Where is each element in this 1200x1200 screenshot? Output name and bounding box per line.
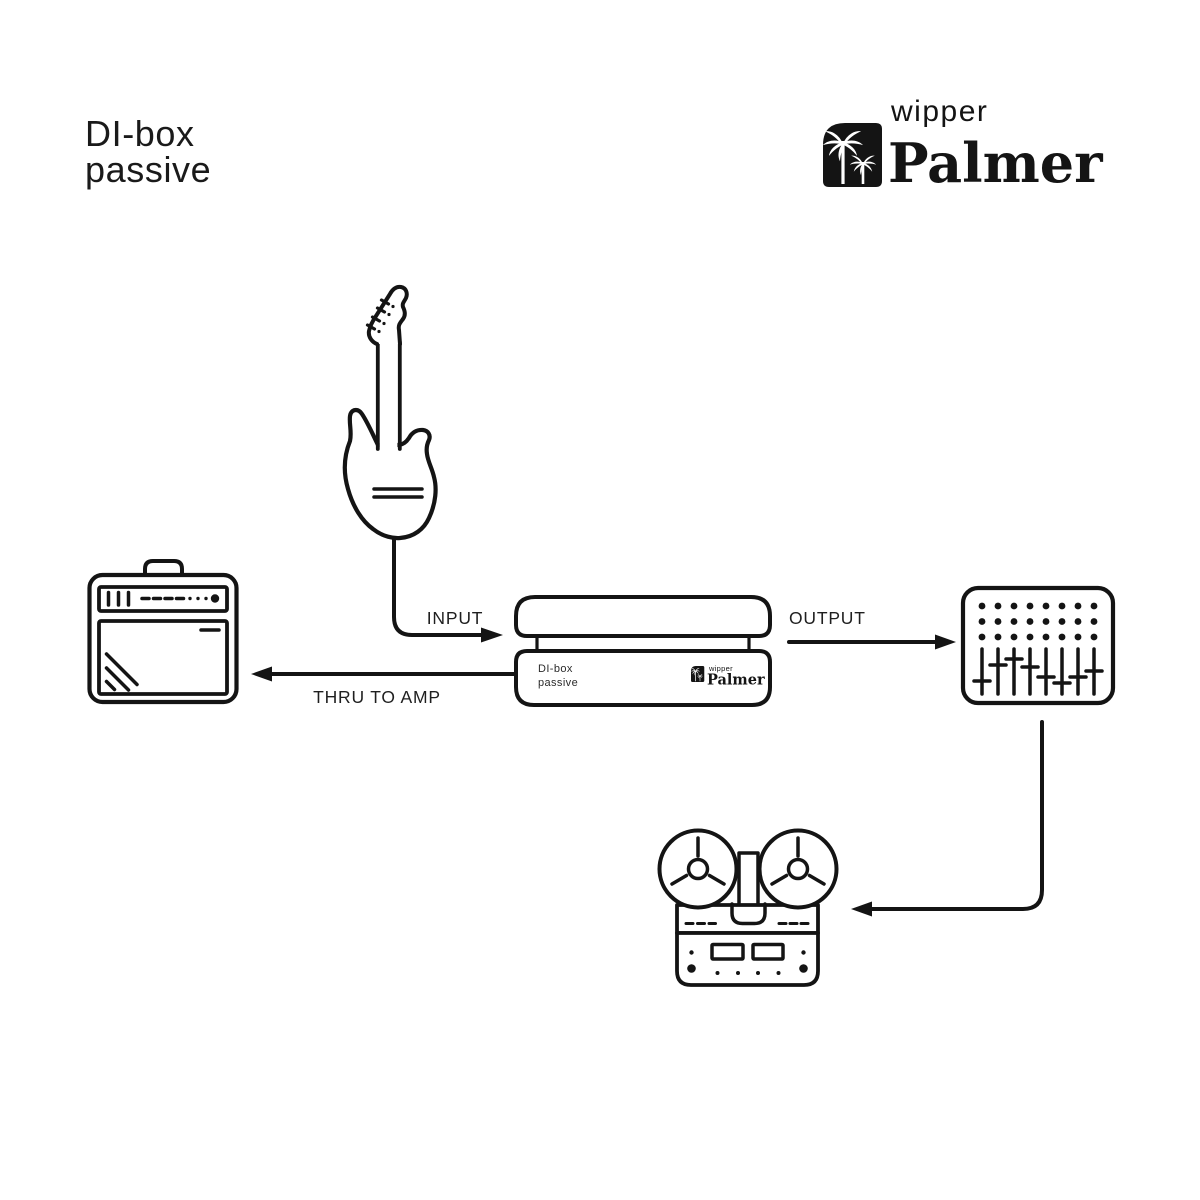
di-box-brand-sub: wipper	[708, 664, 733, 673]
brand-sub-label: wipper	[890, 95, 988, 128]
mixing-console-icon	[960, 585, 1116, 706]
di-box-label-line-1: DI-box	[538, 663, 573, 675]
guitar-amp-icon	[87, 559, 239, 705]
connection-input: INPUT	[392, 536, 503, 643]
mixer-faders	[972, 647, 1104, 696]
reel-to-reel-recorder-icon	[657, 828, 839, 987]
thru-to-amp-label: THRU TO AMP	[313, 687, 441, 707]
tape-reel-right	[757, 828, 839, 910]
connection-mixer-to-tape	[851, 720, 1044, 917]
amp-speaker-details	[104, 628, 221, 692]
palm-trees-icon	[823, 123, 882, 187]
brand-name-label: Palmer	[888, 131, 1103, 195]
page-title-line-1: DI-box	[85, 113, 195, 154]
di-box-brand: wipper Palmer	[691, 664, 765, 689]
guitar-pickups	[372, 487, 424, 499]
page-title: DI-box passive	[85, 113, 211, 190]
brand-logo: wipper Palmer	[823, 95, 1103, 195]
palm-trees-icon	[691, 666, 704, 682]
amp-control-panel	[106, 590, 220, 607]
di-box-label-line-2: passive	[538, 677, 578, 689]
input-label: INPUT	[427, 608, 484, 628]
connection-output: OUTPUT	[787, 608, 956, 650]
di-box-brand-name: Palmer	[707, 672, 765, 689]
output-label: OUTPUT	[789, 608, 866, 628]
di-box-lid	[514, 595, 772, 638]
di-box-body	[514, 649, 772, 707]
tuning-pegs	[365, 298, 395, 334]
tape-deck-buttons	[687, 942, 808, 975]
di-box-accent-stripe	[535, 634, 751, 653]
di-box-device: DI-box passive wipper Palmer	[514, 595, 772, 707]
connection-thru-to-amp: THRU TO AMP	[251, 666, 518, 707]
tape-reel-left	[657, 828, 739, 910]
electric-guitar-icon	[342, 284, 438, 541]
mixer-knobs	[978, 602, 1098, 641]
page-title-line-2: passive	[85, 149, 211, 190]
